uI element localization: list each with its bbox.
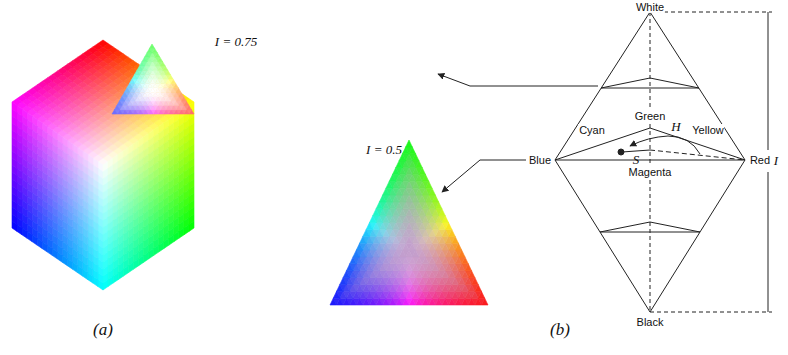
slice-cell (135, 70, 140, 74)
cube-cell (88, 273, 93, 283)
label: I = 0.5 (365, 143, 403, 157)
label: H (670, 120, 681, 134)
slice-cell (130, 79, 135, 83)
cube-cell (93, 276, 98, 286)
slice-cell (353, 250, 360, 257)
cube-cell (98, 280, 103, 290)
slice-cell (145, 53, 150, 57)
cube-cell (83, 269, 88, 279)
slice-cell (383, 188, 390, 195)
slice-cell (147, 48, 152, 52)
slice-cell (122, 92, 127, 96)
slice-cell (142, 57, 147, 61)
cube-cell (63, 255, 68, 265)
slice-cell (330, 298, 337, 305)
slice-cell (343, 271, 350, 278)
slice-cell (356, 243, 363, 250)
label: Yellow (691, 124, 724, 136)
slice-cell (132, 75, 137, 79)
intensity-slice (330, 140, 488, 305)
slice-cell (366, 223, 373, 230)
label: Black (636, 316, 665, 328)
slice-cell (125, 88, 130, 92)
cube-cell (108, 276, 113, 286)
slice-cell (373, 209, 380, 216)
slice-cell (140, 62, 145, 66)
slice-cell (379, 195, 386, 202)
cube-cell (143, 252, 148, 262)
label: Red (749, 154, 771, 166)
slice-cell (350, 257, 357, 264)
cube-cell (164, 238, 169, 248)
cube-cell (42, 242, 47, 252)
label: White (635, 1, 665, 13)
slice-cell (406, 140, 413, 147)
slice-cell (363, 229, 370, 236)
cube-cell (123, 266, 128, 276)
cube-cell (78, 266, 83, 276)
cube-cell (133, 259, 138, 269)
slice-cell (396, 161, 403, 168)
slice-cell (402, 147, 409, 154)
slice-cell (389, 174, 396, 181)
cube-cell (12, 221, 17, 231)
slice-cell (346, 264, 353, 271)
cube-cell (37, 238, 42, 248)
cube-cell (128, 262, 133, 272)
label: I (773, 154, 779, 168)
slice-cell (393, 168, 400, 175)
slice-cell (112, 110, 117, 114)
cube-cell (118, 269, 123, 279)
cube-cell (98, 40, 108, 47)
cube-cell (52, 249, 57, 259)
slice-cell (386, 181, 393, 188)
slice-cell (376, 202, 383, 209)
cube-cell (179, 228, 184, 238)
slice-cell (360, 236, 367, 243)
hsi-solid (438, 12, 772, 312)
cube-cell (154, 245, 159, 255)
cube-cell (174, 231, 179, 241)
slice-cell (150, 44, 155, 48)
slice-cell (120, 97, 125, 101)
slice-cell (115, 105, 120, 109)
label: Cyan (578, 124, 606, 136)
cube-cell (17, 224, 22, 234)
slice-cell (340, 278, 347, 285)
slice-cell (370, 216, 377, 223)
slice-cell (117, 101, 122, 105)
cube-cell (22, 228, 27, 238)
cube-cell (32, 235, 37, 245)
label: Magenta (628, 166, 673, 178)
intensity-slice (112, 44, 194, 114)
cube-cell (138, 255, 143, 265)
cube-cell (47, 245, 52, 255)
label: Blue (528, 154, 552, 166)
label: (a) (92, 321, 114, 340)
cube-cell (113, 273, 118, 283)
cube-cell (189, 221, 194, 231)
cube-cell (27, 231, 32, 241)
label: Green (634, 110, 667, 122)
label: I = 0.75 (214, 35, 258, 49)
cube-cell (73, 262, 78, 272)
cube-cell (68, 259, 73, 269)
cube-cell (184, 224, 189, 234)
cube-cell (169, 235, 174, 245)
cube-cell (149, 249, 154, 259)
cube-cell (103, 280, 108, 290)
label: (b) (549, 321, 571, 340)
slice-cell (337, 284, 344, 291)
rgb-cube (12, 40, 194, 290)
slice-cell (127, 83, 132, 87)
cube-cell (58, 252, 63, 262)
slice-cell (137, 66, 142, 70)
cube-cell (159, 242, 164, 252)
slice-cell (333, 291, 340, 298)
